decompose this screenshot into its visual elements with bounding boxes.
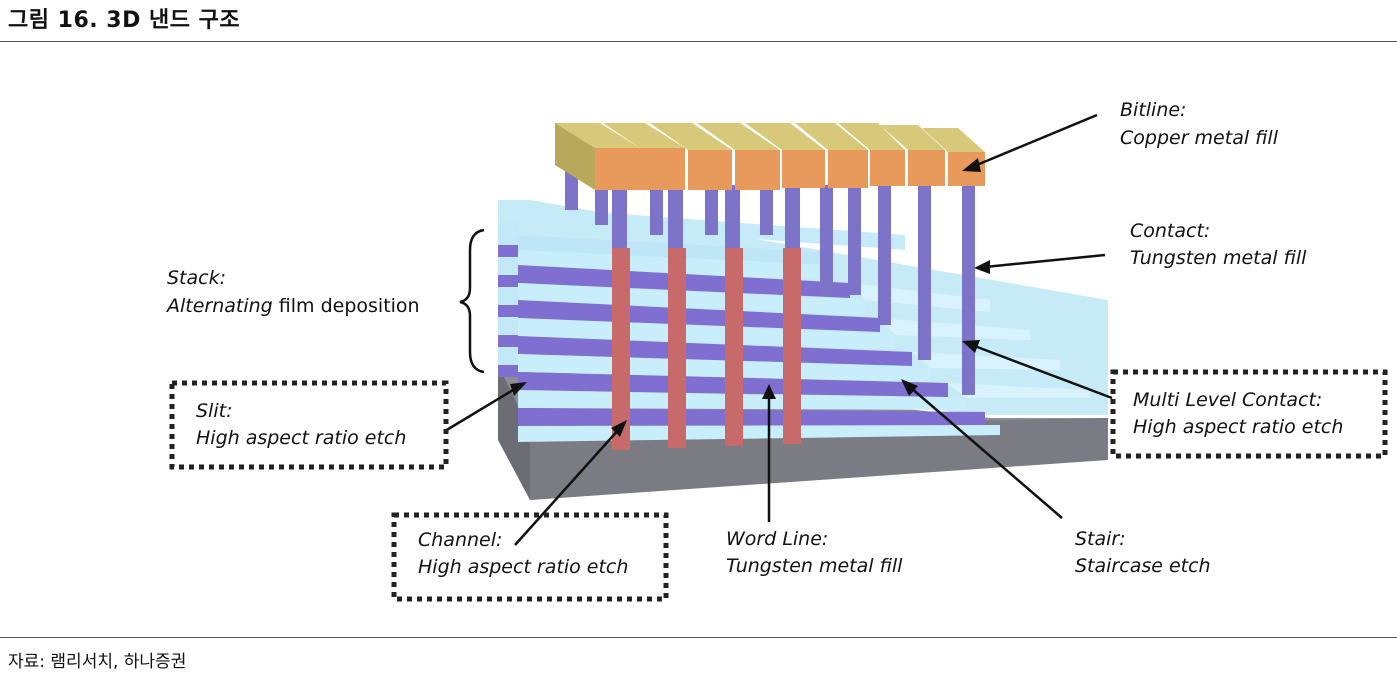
channels	[612, 248, 801, 450]
word-line-label-head: Word Line:	[726, 528, 828, 550]
multi-level-contact-label-head: Multi Level Contact:	[1133, 389, 1322, 411]
stair-label-head: Stair:	[1075, 528, 1126, 550]
title-divider	[0, 41, 1397, 42]
multi-level-contact-box	[1110, 369, 1388, 459]
slit-label-desc: High aspect ratio etch	[196, 427, 406, 449]
contact-label-desc: Tungsten metal fill	[1130, 247, 1307, 269]
word-line-label-desc: Tungsten metal fill	[726, 555, 903, 577]
bitline-label-desc: Copper metal fill	[1120, 127, 1279, 149]
channel-label-desc: High aspect ratio etch	[418, 556, 628, 578]
bitlines	[555, 123, 985, 190]
source-divider	[0, 637, 1397, 638]
contact-label-head: Contact:	[1130, 220, 1210, 242]
channel-label-head: Channel:	[418, 529, 502, 551]
stack-label-desc-italic: Alternating	[165, 295, 273, 317]
stair-label-desc: Staircase etch	[1075, 555, 1211, 577]
slit-label-head: Slit:	[196, 400, 232, 422]
multi-level-contact-label-desc: High aspect ratio etch	[1133, 416, 1343, 438]
stack-label-desc: Alternating film deposition	[165, 295, 420, 317]
stack-brace	[459, 228, 485, 374]
figure-title: 그림 16. 3D 낸드 구조	[8, 8, 241, 33]
slit-box	[169, 380, 449, 470]
channel-box	[391, 512, 669, 602]
source-note: 자료: 램리서치, 하나증권	[8, 652, 187, 672]
leader-arrows	[444, 113, 1113, 546]
stack-label-head: Stack:	[167, 267, 226, 289]
bitline-label-head: Bitline:	[1120, 99, 1186, 121]
stack-label-desc-rest: film deposition	[273, 295, 420, 317]
